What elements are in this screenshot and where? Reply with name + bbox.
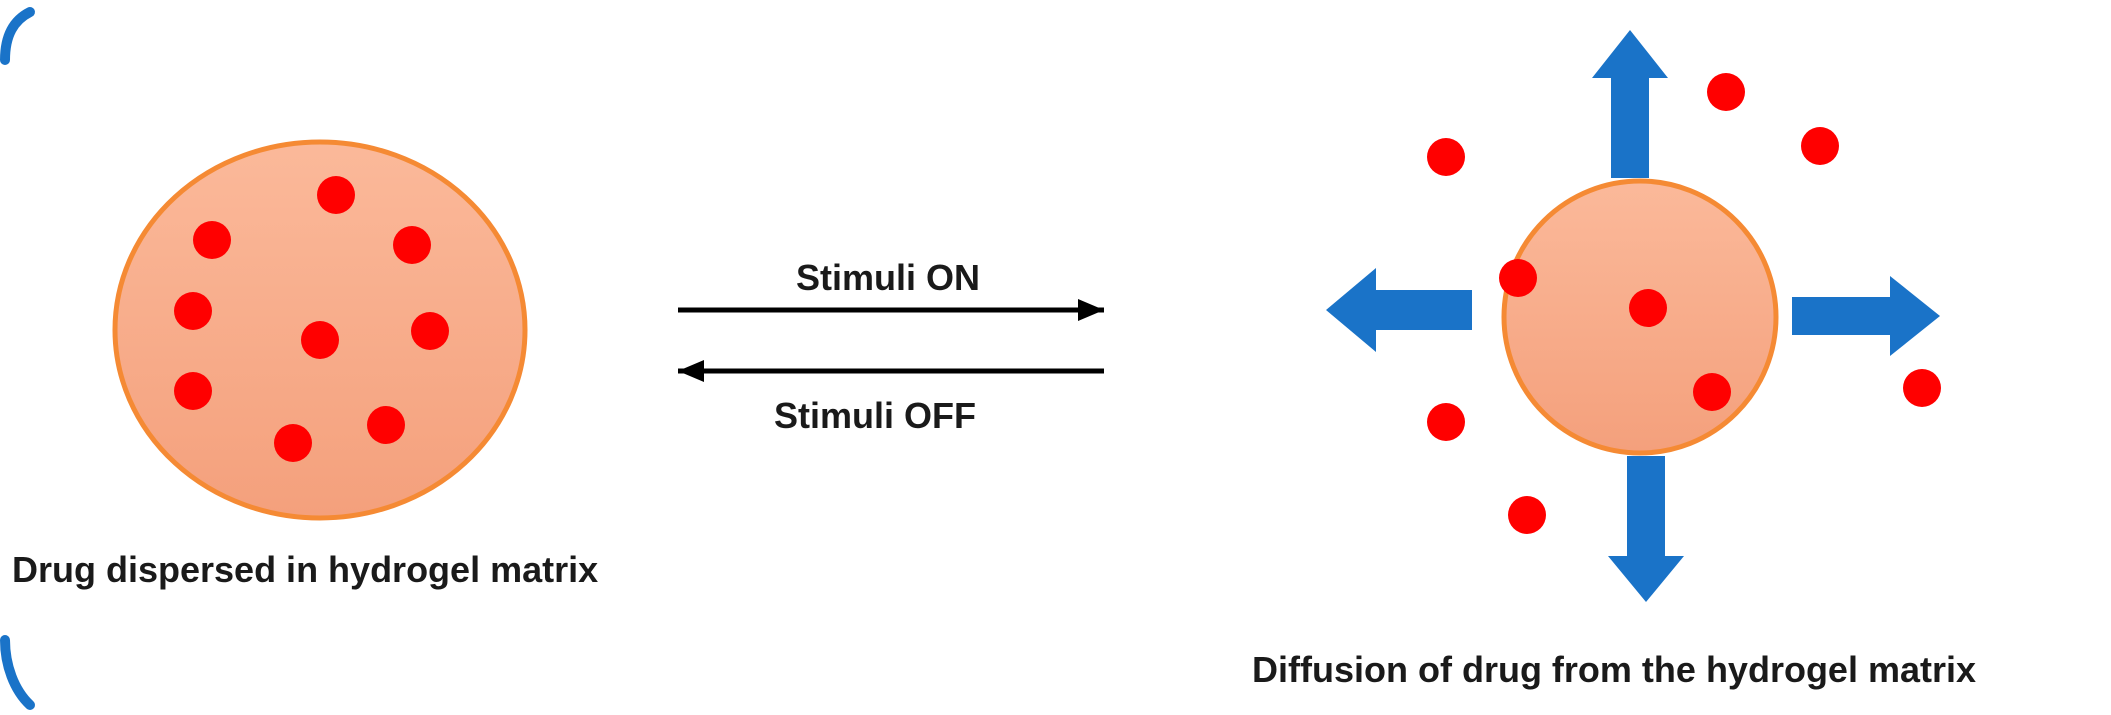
drug-particle [301, 321, 339, 359]
stimuli-off-arrowhead [678, 360, 704, 382]
drug-particle [1629, 289, 1667, 327]
drug-particle [1903, 369, 1941, 407]
stimuli-switch: Stimuli ON Stimuli OFF [678, 257, 1104, 436]
drug-particle [1801, 127, 1839, 165]
stimuli-off-label: Stimuli OFF [774, 395, 976, 436]
drug-particle [1427, 138, 1465, 176]
stimuli-on-arrowhead [1078, 299, 1104, 321]
drug-particle [174, 292, 212, 330]
stimuli-on-label: Stimuli ON [796, 257, 980, 298]
release-arrow-right [1792, 276, 1940, 356]
drug-particle [411, 312, 449, 350]
drug-particle [1707, 73, 1745, 111]
corner-accent-bottom-left [0, 635, 35, 710]
drug-particle [1427, 403, 1465, 441]
left-caption: Drug dispersed in hydrogel matrix [12, 549, 598, 590]
drug-particle [1693, 373, 1731, 411]
drug-particle [393, 226, 431, 264]
left-hydrogel-group [112, 139, 528, 521]
release-arrow-down [1608, 456, 1684, 602]
release-arrow-left [1326, 268, 1472, 352]
drug-particle [317, 176, 355, 214]
right-caption: Diffusion of drug from the hydrogel matr… [1252, 649, 1976, 690]
release-arrow-up [1592, 30, 1668, 178]
drug-particle [367, 406, 405, 444]
drug-particle [174, 372, 212, 410]
corner-accent-top-left [0, 7, 35, 65]
drug-particle [1508, 496, 1546, 534]
drug-particle [193, 221, 231, 259]
drug-particle [1499, 259, 1537, 297]
right-hydrogel-group [1326, 30, 1941, 602]
drug-particle [274, 424, 312, 462]
